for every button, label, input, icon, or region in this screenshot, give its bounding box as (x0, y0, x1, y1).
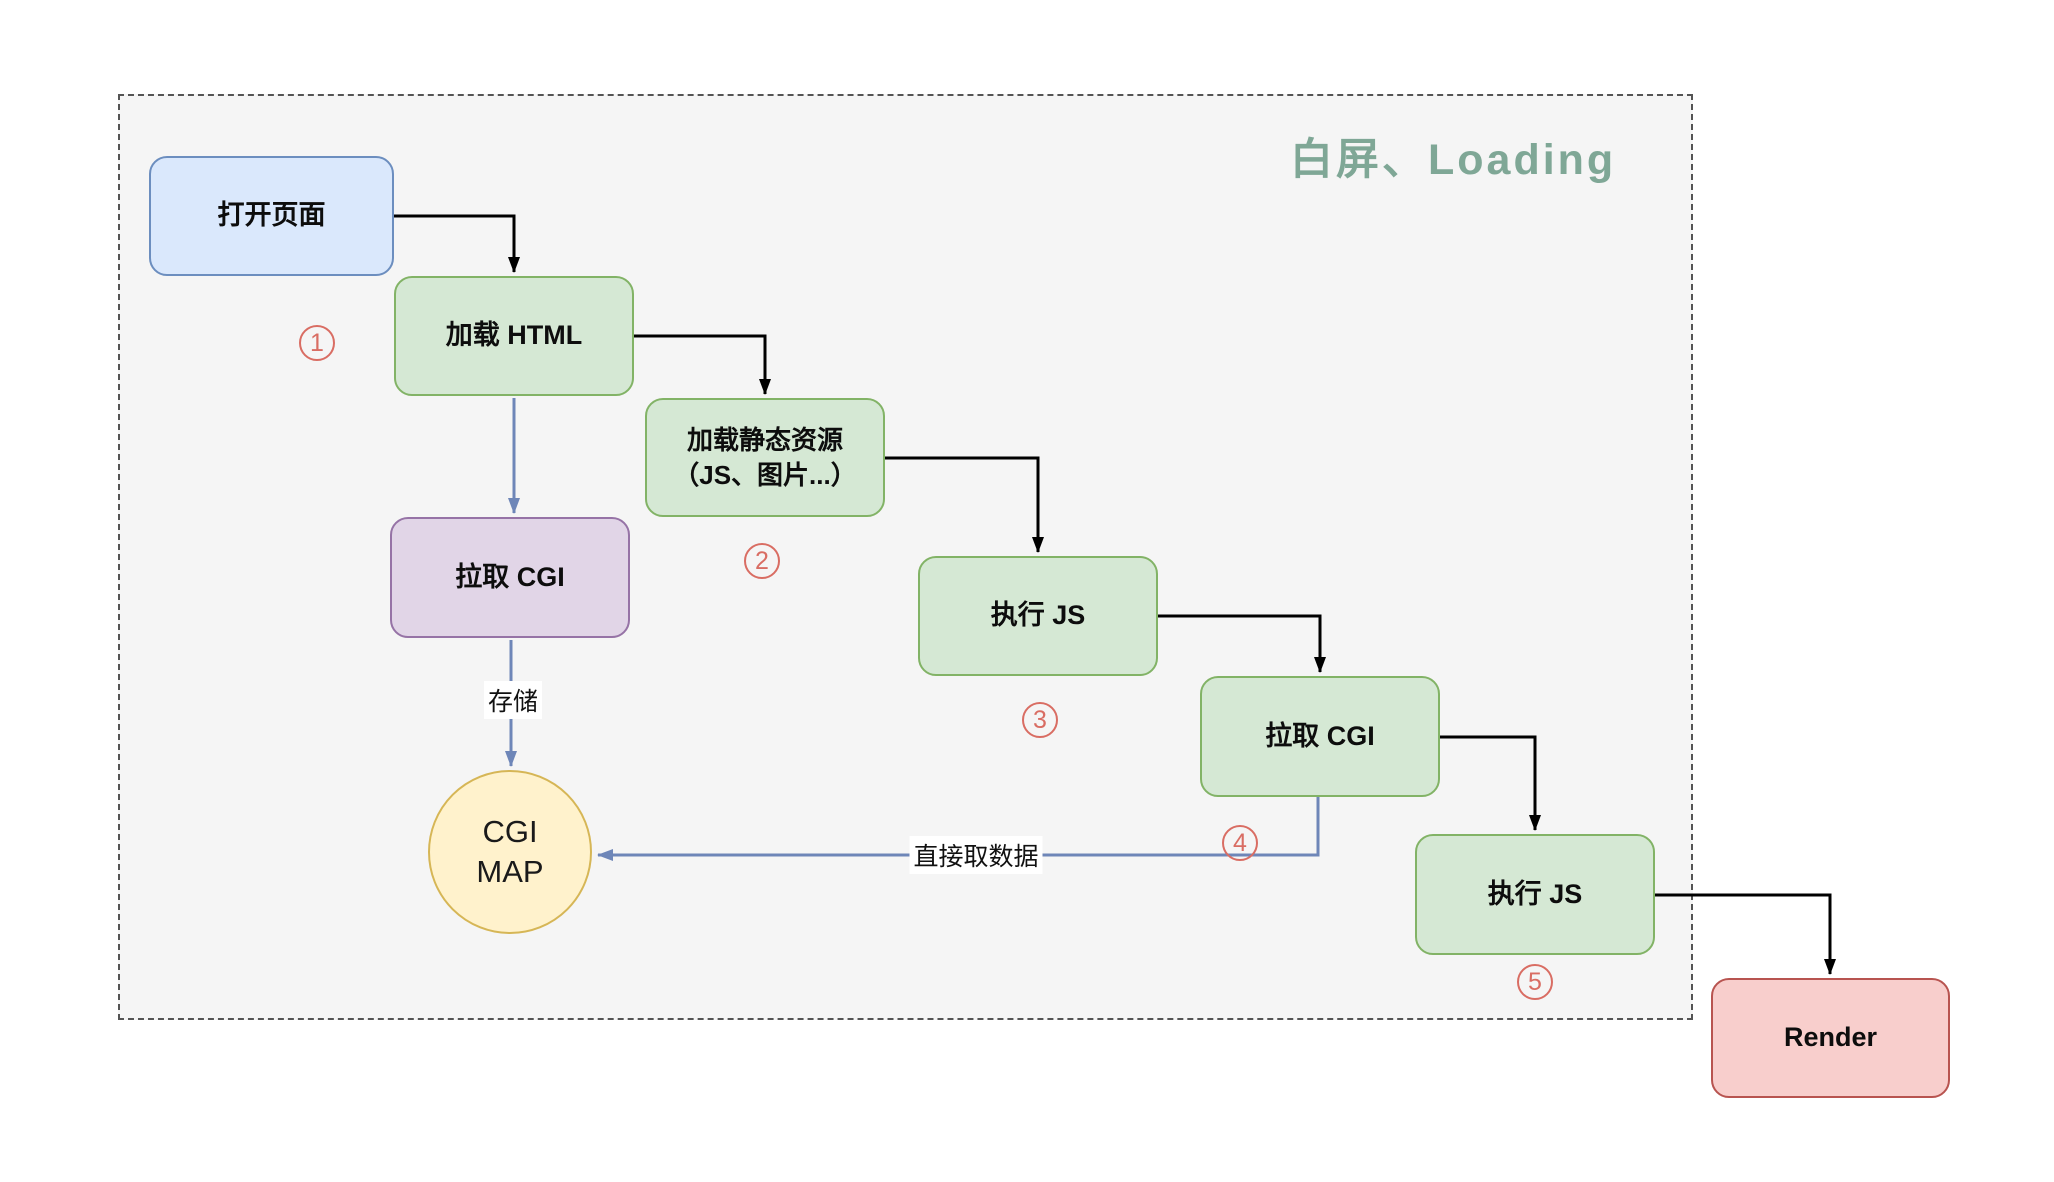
exec-js-node-1: 执行 JS (918, 556, 1158, 676)
open-page-node: 打开页面 (149, 156, 394, 276)
step-badge-1-number: 1 (310, 328, 324, 357)
store-edge-label: 存储 (483, 681, 543, 719)
diagram-title: 白屏、Loading (1290, 136, 1617, 184)
pull-cgi-node-step4: 拉取 CGI (1200, 676, 1440, 797)
render-label: Render (1783, 1022, 1878, 1053)
step-badge-4-number: 4 (1233, 828, 1247, 857)
render-node: Render (1711, 978, 1950, 1098)
cgi-map-label-line1: CGI (482, 813, 538, 849)
step-badge-2-number: 2 (755, 546, 769, 575)
step-badge-4: 4 (1222, 825, 1258, 861)
exec-js-1-label: 执行 JS (990, 600, 1086, 631)
load-html-node: 加载 HTML (394, 276, 634, 396)
load-html-label: 加载 HTML (445, 320, 583, 351)
pull-cgi-prefetch-node: 拉取 CGI (390, 517, 630, 638)
step-badge-1: 1 (299, 325, 335, 361)
cgi-map-label-line2: MAP (476, 854, 544, 889)
step-badge-5: 5 (1517, 964, 1553, 1000)
direct-fetch-edge-label: 直接取数据 (909, 836, 1043, 874)
load-static-assets-node: 加载静态资源 （JS、图片...） (645, 398, 885, 517)
step-badge-3: 3 (1022, 702, 1058, 738)
load-static-assets-label-line2: （JS、图片...） (673, 459, 857, 490)
step-badge-5-number: 5 (1528, 967, 1542, 996)
cgi-map-circle: CGI MAP (428, 770, 592, 934)
pull-cgi-prefetch-label: 拉取 CGI (455, 561, 565, 592)
exec-js-node-2: 执行 JS (1415, 834, 1655, 955)
step-badge-3-number: 3 (1033, 705, 1047, 734)
exec-js-2-label: 执行 JS (1487, 878, 1583, 909)
open-page-label: 打开页面 (217, 200, 326, 231)
load-static-assets-label-line1: 加载静态资源 (686, 425, 843, 456)
pull-cgi-step4-label: 拉取 CGI (1265, 720, 1375, 751)
step-badge-2: 2 (744, 543, 780, 579)
